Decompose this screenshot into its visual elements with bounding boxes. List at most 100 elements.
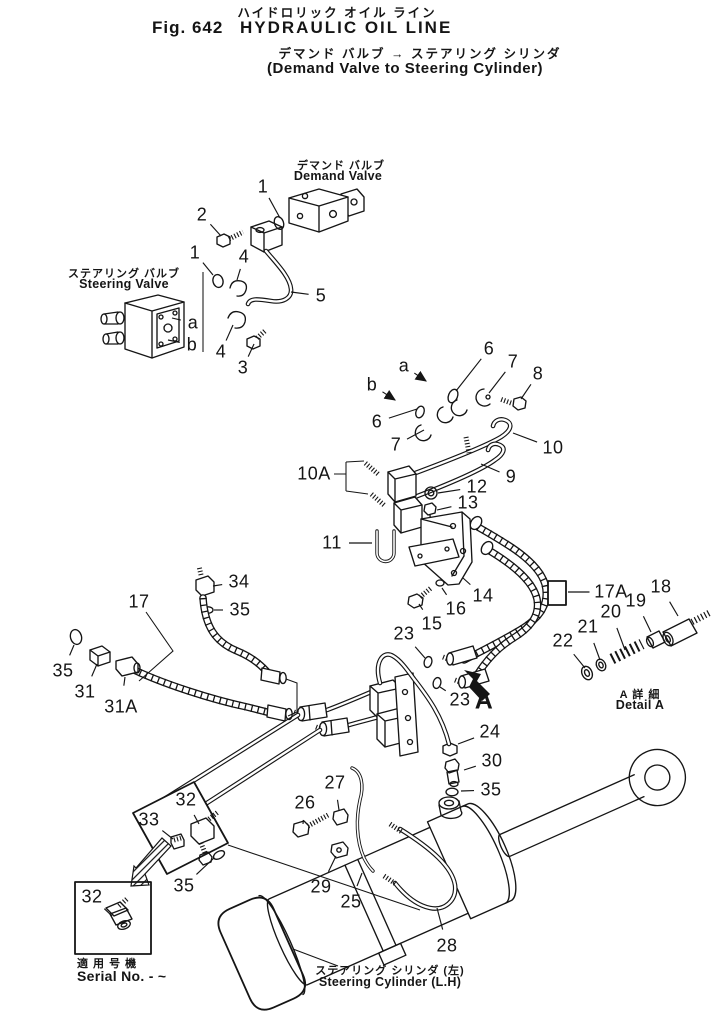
tube-28-drawing bbox=[382, 821, 458, 911]
leader-33-45 bbox=[161, 830, 174, 840]
callout-14-22: 14 bbox=[472, 585, 494, 606]
clamp-half-a bbox=[436, 406, 454, 424]
leader-4-5 bbox=[225, 324, 234, 341]
spring-20 bbox=[609, 639, 645, 664]
cylinder-clamp-hardware bbox=[292, 766, 375, 873]
clamp-7-b bbox=[414, 424, 432, 442]
piston-19 bbox=[646, 630, 666, 649]
leader-30-40 bbox=[463, 765, 476, 771]
callout-32-50: 32 bbox=[81, 886, 103, 907]
leader-5-4 bbox=[290, 291, 309, 295]
clamp-7-a bbox=[475, 388, 491, 407]
assembly-marker-17A bbox=[547, 580, 567, 606]
bolt-3-thread bbox=[255, 328, 268, 340]
leader-7-15 bbox=[406, 429, 425, 440]
misc-leaders bbox=[292, 460, 490, 967]
clamp-half-b bbox=[450, 399, 468, 417]
tube-28-stud-b bbox=[382, 873, 398, 887]
tee-fitting-32 bbox=[190, 817, 215, 845]
callout-2-1: 2 bbox=[196, 204, 208, 225]
callout-leader-lines bbox=[69, 197, 679, 930]
callout-23-31: 23 bbox=[393, 623, 415, 644]
steering-cylinder-drawing bbox=[217, 748, 687, 1011]
callout-4-3: 4 bbox=[238, 246, 250, 267]
callout-7-12: 7 bbox=[507, 351, 519, 372]
callout-9-17: 9 bbox=[505, 466, 517, 487]
elbow-blocks-10A bbox=[362, 460, 438, 543]
serial-label-en: Serial No. ‐ ~ bbox=[77, 968, 167, 984]
tube-28-stud-a bbox=[388, 821, 404, 835]
callout-21-37: 21 bbox=[577, 616, 599, 637]
callout-17-25: 17 bbox=[128, 591, 150, 612]
leader-b-10 bbox=[382, 390, 396, 401]
hose-17A-assembly bbox=[423, 515, 567, 690]
bolt-2-head bbox=[216, 233, 231, 248]
bolt-8-thread bbox=[499, 396, 512, 406]
leader-6-11 bbox=[455, 358, 482, 392]
callout-8-13: 8 bbox=[532, 363, 544, 384]
detail-a-label-en: Detail A bbox=[615, 698, 665, 712]
leader-4-3 bbox=[236, 268, 241, 281]
leader-13-20 bbox=[436, 506, 452, 511]
leader-25-48 bbox=[356, 872, 363, 887]
view-arrow-A bbox=[464, 670, 490, 701]
bolt-13-head bbox=[423, 502, 437, 516]
cylinder-port-boss bbox=[438, 796, 460, 810]
figure-number: Fig. 642 bbox=[152, 18, 224, 37]
callout-6-11: 6 bbox=[483, 338, 495, 359]
leader-b-8 bbox=[167, 339, 180, 344]
bolt-3-head bbox=[246, 335, 261, 350]
serial-label-jp: 適 用 号 機 bbox=[77, 958, 138, 970]
callout-1-2: 1 bbox=[189, 242, 201, 263]
callout-31-27: 31 bbox=[74, 681, 96, 702]
english-title: HYDRAULIC OIL LINE bbox=[240, 18, 453, 37]
callout-28-49: 28 bbox=[436, 935, 458, 956]
callout-12-19: 12 bbox=[466, 476, 488, 497]
leader-6-14 bbox=[388, 408, 418, 419]
callout-35-26: 35 bbox=[52, 660, 74, 681]
valve-body-18 bbox=[662, 618, 698, 647]
ring-22 bbox=[580, 665, 594, 681]
washer-12 bbox=[424, 486, 438, 500]
oring-35-far-left bbox=[69, 628, 83, 646]
callout-26-43: 26 bbox=[294, 792, 316, 813]
leader-a-9 bbox=[414, 370, 427, 382]
steering-cylinder-label-en: Steering Cylinder (L.H) bbox=[318, 975, 462, 989]
callout-22-38: 22 bbox=[552, 630, 574, 651]
callout-18-34: 18 bbox=[650, 576, 672, 597]
callout-35-41: 35 bbox=[480, 779, 502, 800]
callout-27-42: 27 bbox=[324, 772, 346, 793]
leader-31a-28 bbox=[123, 676, 126, 686]
leader-31-27 bbox=[91, 663, 98, 677]
callout-24-39: 24 bbox=[479, 721, 501, 742]
callout-16-29: 16 bbox=[445, 598, 467, 619]
leader-29-47 bbox=[327, 855, 337, 872]
callout-5-4: 5 bbox=[315, 285, 327, 306]
callout-29-47: 29 bbox=[310, 876, 332, 897]
leader-16-29 bbox=[441, 587, 448, 596]
clamp-4-a bbox=[229, 279, 248, 297]
detail-a-parts bbox=[580, 610, 711, 681]
leader-35-46 bbox=[196, 857, 215, 875]
callout-34-23: 34 bbox=[228, 571, 250, 592]
steering-cylinder-label-jp: ステアリング シリンダ (左) bbox=[315, 965, 465, 977]
steering-valve-label-jp: ステアリング バルブ bbox=[67, 268, 181, 280]
oring-1-a bbox=[273, 216, 285, 230]
callout-6-14: 6 bbox=[371, 411, 383, 432]
callout-a-51: A bbox=[474, 686, 494, 715]
clamp-ring-cluster bbox=[414, 388, 527, 454]
oring-35-port bbox=[445, 787, 459, 797]
callout-25-48: 25 bbox=[340, 891, 362, 912]
fitting-31A bbox=[115, 656, 139, 677]
nut-27 bbox=[332, 808, 349, 826]
bolt-26-head bbox=[292, 820, 310, 838]
bolt-2-thread bbox=[227, 229, 245, 242]
bolt-10A-a bbox=[362, 460, 380, 476]
leader-32-44 bbox=[193, 814, 200, 825]
ring-21 bbox=[595, 658, 607, 672]
leader-15-30 bbox=[418, 603, 424, 611]
leader-8-13 bbox=[520, 384, 532, 400]
callout-33-45: 33 bbox=[138, 809, 160, 830]
tube-24 bbox=[376, 653, 451, 746]
callout-13-20: 13 bbox=[457, 492, 479, 513]
